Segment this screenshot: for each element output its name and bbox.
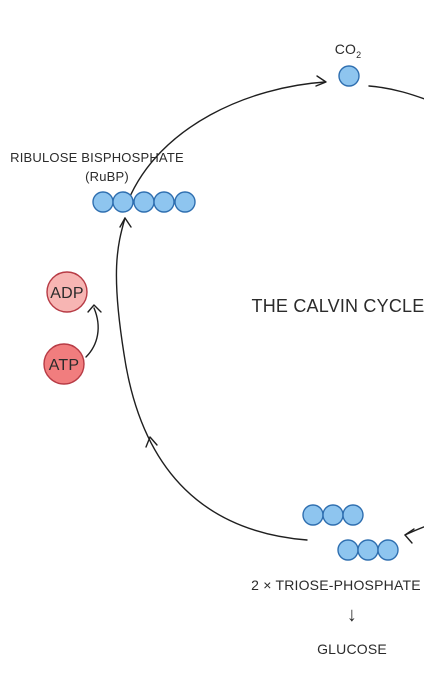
arrowhead-right-entry: [404, 528, 415, 544]
arc-co2-offscreen: [368, 85, 424, 100]
triose-phosphate-lower-carbon-3: [377, 539, 399, 561]
co2-label: CO2: [335, 41, 362, 60]
triose-phosphate-upper-carbon-3: [342, 504, 364, 526]
adp-molecule: ADP: [46, 271, 88, 313]
triose-phosphate-upper-carbon-2: [322, 504, 344, 526]
rubp-carbon-molecule-1: [92, 191, 114, 213]
co2-text: CO: [335, 41, 356, 57]
co2-carbon-molecule: [338, 65, 360, 87]
atp-molecule: ATP: [43, 343, 85, 385]
rubp-carbon-molecule-4: [153, 191, 175, 213]
adp-molecule-circle: [46, 271, 88, 313]
arrowhead-to-co2: [315, 75, 327, 87]
rubp-carbon-molecule-2: [112, 191, 134, 213]
rubp-carbon-molecule-5: [174, 191, 196, 213]
glucose-label: GLUCOSE: [317, 641, 387, 657]
adp-molecule-label: ADP: [50, 285, 84, 302]
rubp-abbreviation: (RuBP): [85, 169, 129, 184]
arc-rubp-to-co2: [127, 81, 326, 202]
triose-phosphate-lower-carbon-2: [357, 539, 379, 561]
rubp-name: RIBULOSE BISPHOSPHATE: [10, 150, 184, 165]
triose-phosphate-lower-carbon-1: [337, 539, 359, 561]
rubp-carbon-molecule-3: [133, 191, 155, 213]
molecules: [92, 65, 399, 561]
arrowhead-to-rubp: [119, 217, 132, 228]
diagram-title: THE CALVIN CYCLE: [252, 296, 424, 316]
energy-carriers: ADP ATP: [43, 271, 88, 385]
co2-subscript: 2: [356, 50, 361, 60]
down-arrow-icon: ↓: [347, 604, 357, 626]
arc-atp-to-adp: [85, 307, 99, 358]
triose-phosphate-upper-carbon-1: [302, 504, 324, 526]
atp-molecule-label: ATP: [49, 357, 80, 374]
triose-phosphate-label: 2 × TRIOSE-PHOSPHATE (TP): [251, 577, 424, 593]
arc-left-cycle: [115, 217, 308, 541]
arrowhead-to-adp: [87, 304, 102, 313]
cycle-arrows: [85, 75, 424, 544]
atp-molecule-circle: [43, 343, 85, 385]
arrowhead-lower-left: [145, 436, 158, 448]
